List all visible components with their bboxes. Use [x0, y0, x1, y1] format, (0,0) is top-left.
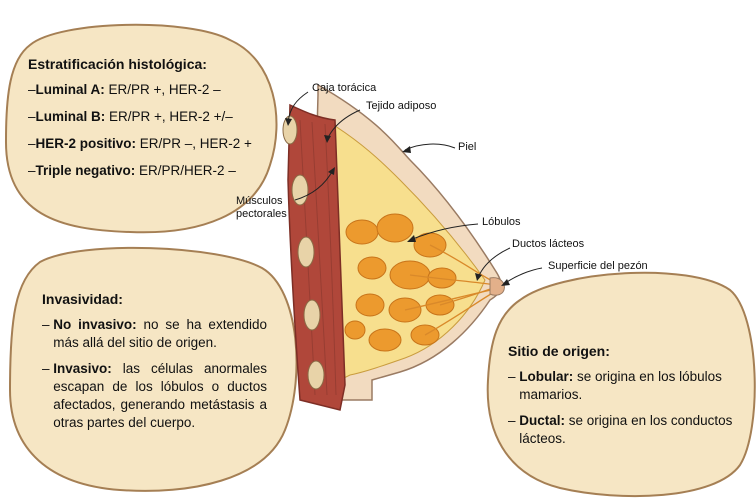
stratification-title: Estratificación histológica: [28, 56, 207, 72]
list-item: –Luminal B: ER/PR +, HER-2 +/– [28, 109, 233, 124]
origin-bubble [486, 271, 756, 498]
nipple [489, 277, 505, 296]
skin-label: Piel [458, 141, 477, 153]
list-item: – Lobular: se origina en los lóbulos mam… [508, 369, 722, 402]
stratification-bubble [4, 23, 278, 234]
lobules-arrow [409, 223, 479, 241]
list-item: – Ductal: se origina en los conductos lá… [508, 413, 733, 446]
pectoral-arrow [294, 169, 334, 201]
list-item: – Invasivo: las células anormales escapa… [42, 361, 267, 430]
list-item: – No invasivo: no se ha extendido más al… [42, 317, 267, 350]
skin-arrow [404, 143, 456, 151]
list-item: –Luminal A: ER/PR +, HER-2 – [28, 82, 221, 97]
pectoral-label: Músculos pectorales [236, 195, 287, 220]
stratification-box: Estratificación histológica: –Luminal A:… [28, 55, 278, 180]
list-item: –HER-2 positivo: ER/PR –, HER-2 + [28, 136, 252, 151]
nipple-surface-label: Superficie del pezón [548, 260, 648, 272]
adipose-label: Tejido adiposo [366, 100, 437, 112]
lobules-label: Lóbulos [482, 216, 521, 228]
rib-cage-label: Caja torácica [312, 82, 377, 94]
milk-ducts-label: Ductos lácteos [512, 238, 585, 250]
invasiveness-box: Invasividad: – No invasivo: no se ha ext… [42, 290, 267, 432]
list-item: –Triple negativo: ER/PR/HER-2 – [28, 163, 236, 178]
origin-box: Sitio de origen: – Lobular: se origina e… [508, 342, 738, 448]
nipple-arrow [503, 267, 543, 285]
origin-title: Sitio de origen: [508, 343, 610, 359]
invasiveness-bubble [8, 246, 298, 492]
invasiveness-title: Invasividad: [42, 291, 123, 307]
